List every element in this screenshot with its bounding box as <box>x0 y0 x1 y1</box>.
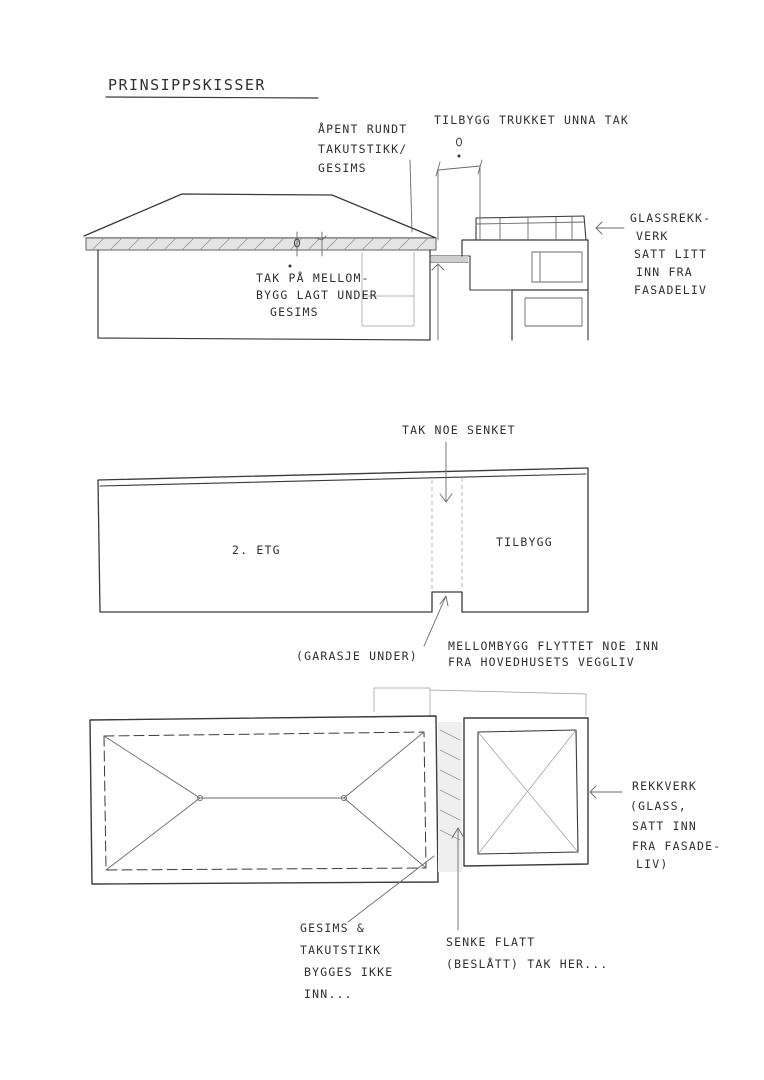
glass-railing-posts <box>475 216 585 241</box>
main-wall <box>97 249 431 341</box>
extension-roof <box>463 717 589 867</box>
leader-link-roof <box>431 263 445 341</box>
leader-flat-roof <box>451 827 465 931</box>
label-link-moved: MELLOMBYGG FLYTTET NOE INN FRA HOVEDHUSE… <box>448 639 667 669</box>
extension-window-upper <box>531 251 583 283</box>
leader-glass-railing <box>595 221 625 235</box>
gesims-band <box>85 237 437 251</box>
point-mark-1 <box>294 238 300 248</box>
label-link-roof: TAK PÅ MELLOM- BYGG LAGT UNDER GESIMS <box>256 270 386 319</box>
link-strip <box>431 478 463 590</box>
height-dimension <box>296 231 327 257</box>
sketch-roof-plan: REKKVERK (GLASS, SATT INN FRA FASADE- LI… <box>89 687 730 1001</box>
point-mark-2 <box>456 137 462 147</box>
label-extension: TILBYGG <box>496 535 553 549</box>
label-garage: (GARASJE UNDER) <box>296 649 418 663</box>
label-roof-lowered: TAK NOE SENKET <box>402 423 516 437</box>
extension-window-lower <box>524 297 583 327</box>
point-mark-2-dot <box>457 154 461 158</box>
link-roof-fill <box>431 256 468 262</box>
arrow-link-moved <box>423 595 449 647</box>
leader-railing <box>589 785 623 799</box>
wall-line-dashed <box>103 731 427 871</box>
label-extension-setback: TILBYGG TRUKKET UNNA TAK <box>434 113 629 127</box>
ridge-end-1 <box>197 795 203 801</box>
leader-eaves <box>347 855 435 923</box>
sketch-plan-floor: TAK NOE SENKET 2. ETG TILBYGG (GARASJE U… <box>97 423 667 669</box>
plan-inner-line <box>99 473 587 487</box>
terrace-diagonals <box>477 729 579 855</box>
main-window <box>361 252 415 327</box>
hip-ridges <box>103 731 427 871</box>
roof-outline <box>89 715 439 885</box>
ridge-end-2 <box>341 795 347 801</box>
label-second-floor: 2. ETG <box>232 543 281 557</box>
setback-dimension <box>435 159 483 241</box>
label-railing: REKKVERK (GLASS, SATT INN FRA FASADE- LI… <box>630 779 730 871</box>
label-flat-roof: SENKE FLATT (BESLÅTT) TAK HER... <box>446 935 608 971</box>
point-mark-1-dot <box>288 264 292 268</box>
plan-outline <box>97 467 589 613</box>
arrow-roof-lowered <box>439 441 453 503</box>
glass-railing <box>475 215 587 241</box>
label-glass-railing: GLASSREKK- VERK SATT LITT INN FRA FASADE… <box>630 211 719 297</box>
sketch-elevation: ÅPENT RUNDT TAKUTSTIKK/ GESIMS TILBYGG T… <box>83 113 719 341</box>
label-open-soffit: ÅPENT RUNDT TAKUTSTIKK/ GESIMS <box>318 121 416 175</box>
neighbor-faint <box>373 687 587 716</box>
extension-lower <box>469 289 589 341</box>
leader-open-soffit <box>409 159 413 233</box>
flat-roof-hatch <box>439 729 461 841</box>
gesims-hatching <box>91 237 429 251</box>
title-underline <box>105 96 319 99</box>
label-eaves: GESIMS & TAKUTSTIKK BYGGES IKKE INN... <box>300 921 402 1001</box>
main-roof <box>83 193 437 239</box>
sheet-title: PRINSIPPSKISSER <box>108 76 266 94</box>
